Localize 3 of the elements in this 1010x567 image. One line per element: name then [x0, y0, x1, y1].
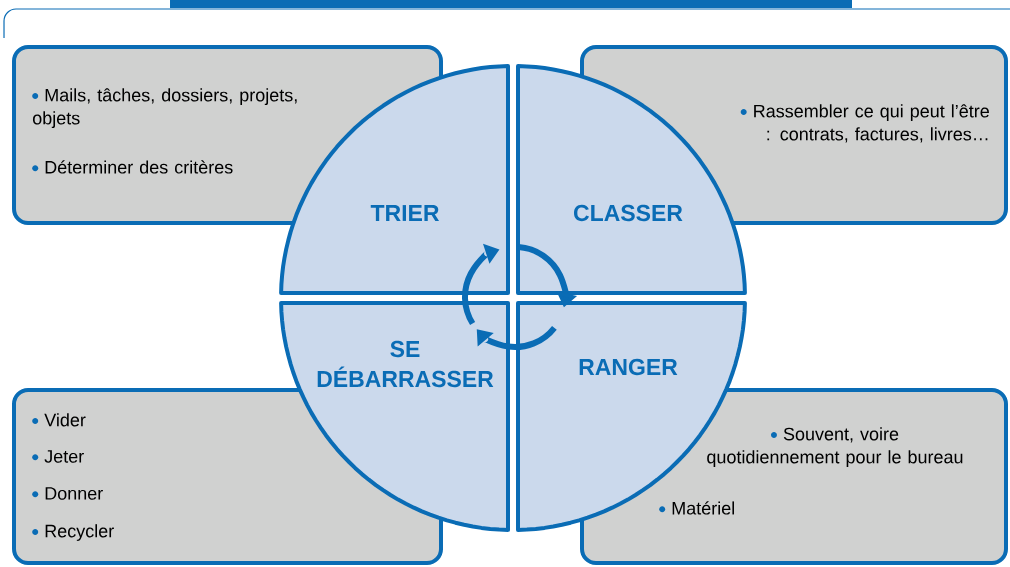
quadrant-segment: CLASSER [516, 64, 747, 295]
quadrant-segment: SE DÉBARRASSER [279, 301, 510, 532]
curved-arrow [476, 325, 557, 350]
